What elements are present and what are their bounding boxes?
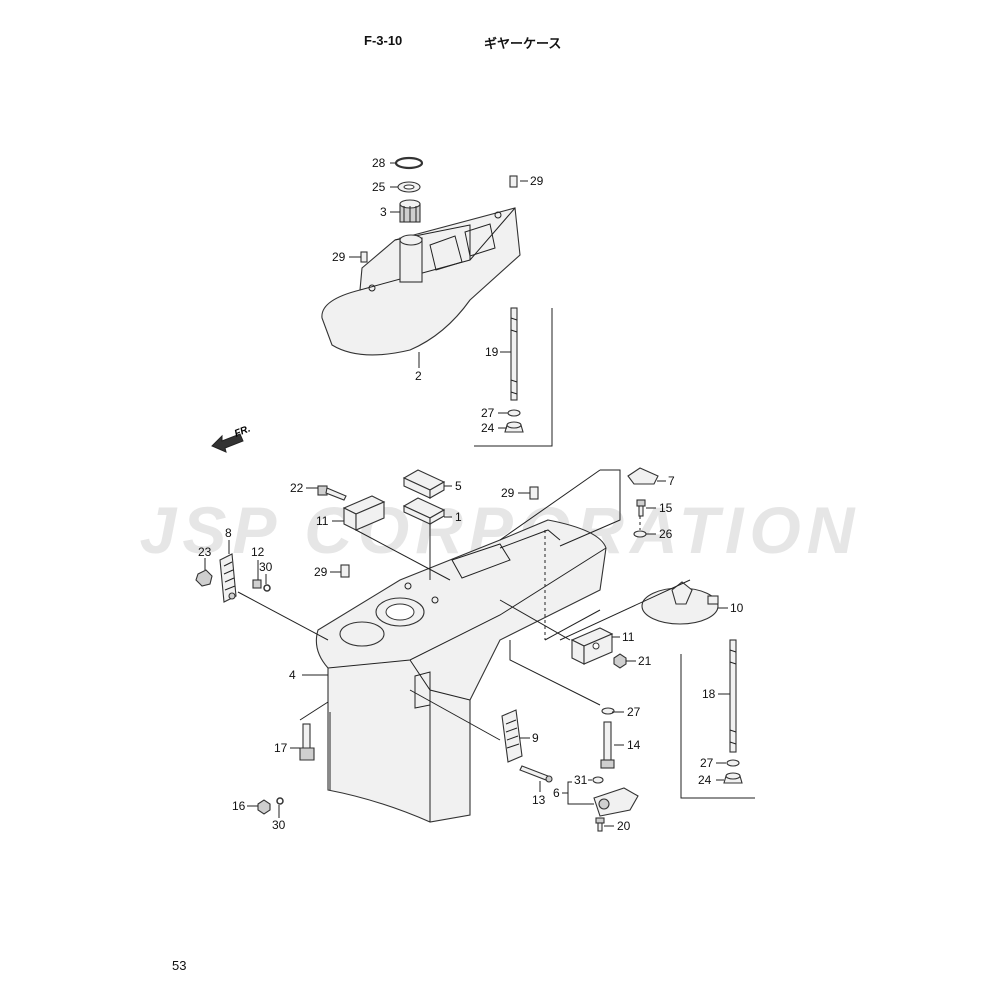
part-19-stud-upper — [510, 307, 518, 401]
part-29-dowel-upper-right — [509, 175, 518, 188]
stud-bracket-upper — [474, 308, 553, 447]
callout-29-lower-left: 29 — [314, 565, 328, 579]
callout-10: 10 — [730, 601, 744, 615]
callout-22: 22 — [290, 481, 304, 495]
callout-12: 12 — [251, 545, 265, 559]
callout-5: 5 — [455, 479, 462, 493]
part-30-oring-lower — [276, 797, 284, 805]
part-6-bracket — [593, 787, 639, 817]
callout-14: 14 — [627, 738, 641, 752]
front-marker: FR. — [233, 424, 252, 440]
part-15-bolt — [636, 499, 646, 517]
part-24-nut-right — [723, 772, 743, 784]
callout-25: 25 — [372, 180, 386, 194]
callout-2: 2 — [415, 369, 422, 383]
part-27-washer-right — [726, 759, 740, 767]
part-16-plug — [257, 799, 271, 815]
callout-9: 9 — [532, 731, 539, 745]
part-18-stud — [729, 639, 737, 753]
front-direction-arrow: FR. — [211, 424, 252, 453]
callout-labels: 28 25 3 29 29 2 19 27 24 22 5 11 1 29 7 … — [198, 156, 744, 833]
callout-15: 15 — [659, 501, 673, 515]
callout-24-upper: 24 — [481, 421, 495, 435]
page-number: 53 — [172, 958, 187, 973]
callout-29-upper-left: 29 — [332, 250, 346, 264]
part-20-screw — [595, 817, 605, 832]
diagram-title: ギヤーケース — [484, 36, 562, 51]
part-25-washer — [397, 181, 421, 193]
part-27-washer-upper — [507, 409, 521, 417]
part-28-circlip — [394, 156, 424, 170]
callout-31: 31 — [574, 773, 588, 787]
callout-11-right: 11 — [622, 630, 635, 644]
callout-26: 26 — [659, 527, 673, 541]
callout-8: 8 — [225, 526, 232, 540]
callout-29-upper-right: 29 — [530, 174, 544, 188]
callout-23: 23 — [198, 545, 212, 559]
part-2-upper-casing — [321, 207, 521, 356]
callout-20: 20 — [617, 819, 631, 833]
part-29-dowel-lower-top — [529, 486, 539, 500]
part-31-washer — [592, 776, 604, 784]
callout-7: 7 — [668, 474, 675, 488]
callout-29-lower-top: 29 — [501, 486, 515, 500]
part-26-washer — [633, 530, 647, 538]
callout-28: 28 — [372, 156, 386, 170]
part-3-bearing — [399, 199, 421, 223]
part-11-anode-right — [570, 627, 614, 665]
callout-3: 3 — [380, 205, 387, 219]
callout-30-lower: 30 — [272, 818, 286, 832]
leader-lines — [204, 162, 730, 827]
part-23-nut — [195, 569, 213, 587]
callout-16: 16 — [232, 799, 246, 813]
part-13-screw — [519, 765, 553, 783]
callout-1: 1 — [455, 510, 462, 524]
part-9-grille — [501, 709, 523, 763]
part-1-spacer — [402, 497, 446, 525]
callout-24-right: 24 — [698, 773, 712, 787]
callout-21: 21 — [638, 654, 652, 668]
callout-6: 6 — [553, 786, 560, 800]
part-29-dowel-upper-left — [360, 251, 368, 263]
part-7-cover — [627, 467, 659, 485]
stud-bracket-lower — [680, 654, 755, 799]
part-12-fitting — [252, 579, 262, 589]
callout-19: 19 — [485, 345, 499, 359]
part-22-bolt — [317, 485, 347, 501]
part-30-oring-upper — [263, 584, 271, 592]
part-8-grille — [219, 553, 237, 603]
part-14-bolt — [600, 721, 615, 769]
part-11-anode-left — [342, 495, 386, 531]
part-24-nut-upper — [504, 421, 524, 433]
callout-27-upper: 27 — [481, 406, 495, 420]
part-4-gear-case — [315, 519, 607, 823]
part-29-dowel-lower-left — [340, 564, 350, 578]
callout-18: 18 — [702, 687, 716, 701]
part-10-plate — [641, 581, 719, 625]
part-21-nut — [613, 653, 627, 669]
callout-17: 17 — [274, 741, 288, 755]
diagram-code: F-3-10 — [364, 33, 403, 48]
callout-13: 13 — [532, 793, 546, 807]
callout-4: 4 — [289, 668, 296, 682]
part-17-bolt — [299, 723, 315, 761]
callout-11-left: 11 — [316, 514, 329, 528]
part-5-spacer — [402, 469, 446, 499]
callout-30-upper: 30 — [259, 560, 273, 574]
part-27-washer-center — [601, 707, 615, 715]
callout-27-center: 27 — [627, 705, 641, 719]
callout-27-right: 27 — [700, 756, 714, 770]
